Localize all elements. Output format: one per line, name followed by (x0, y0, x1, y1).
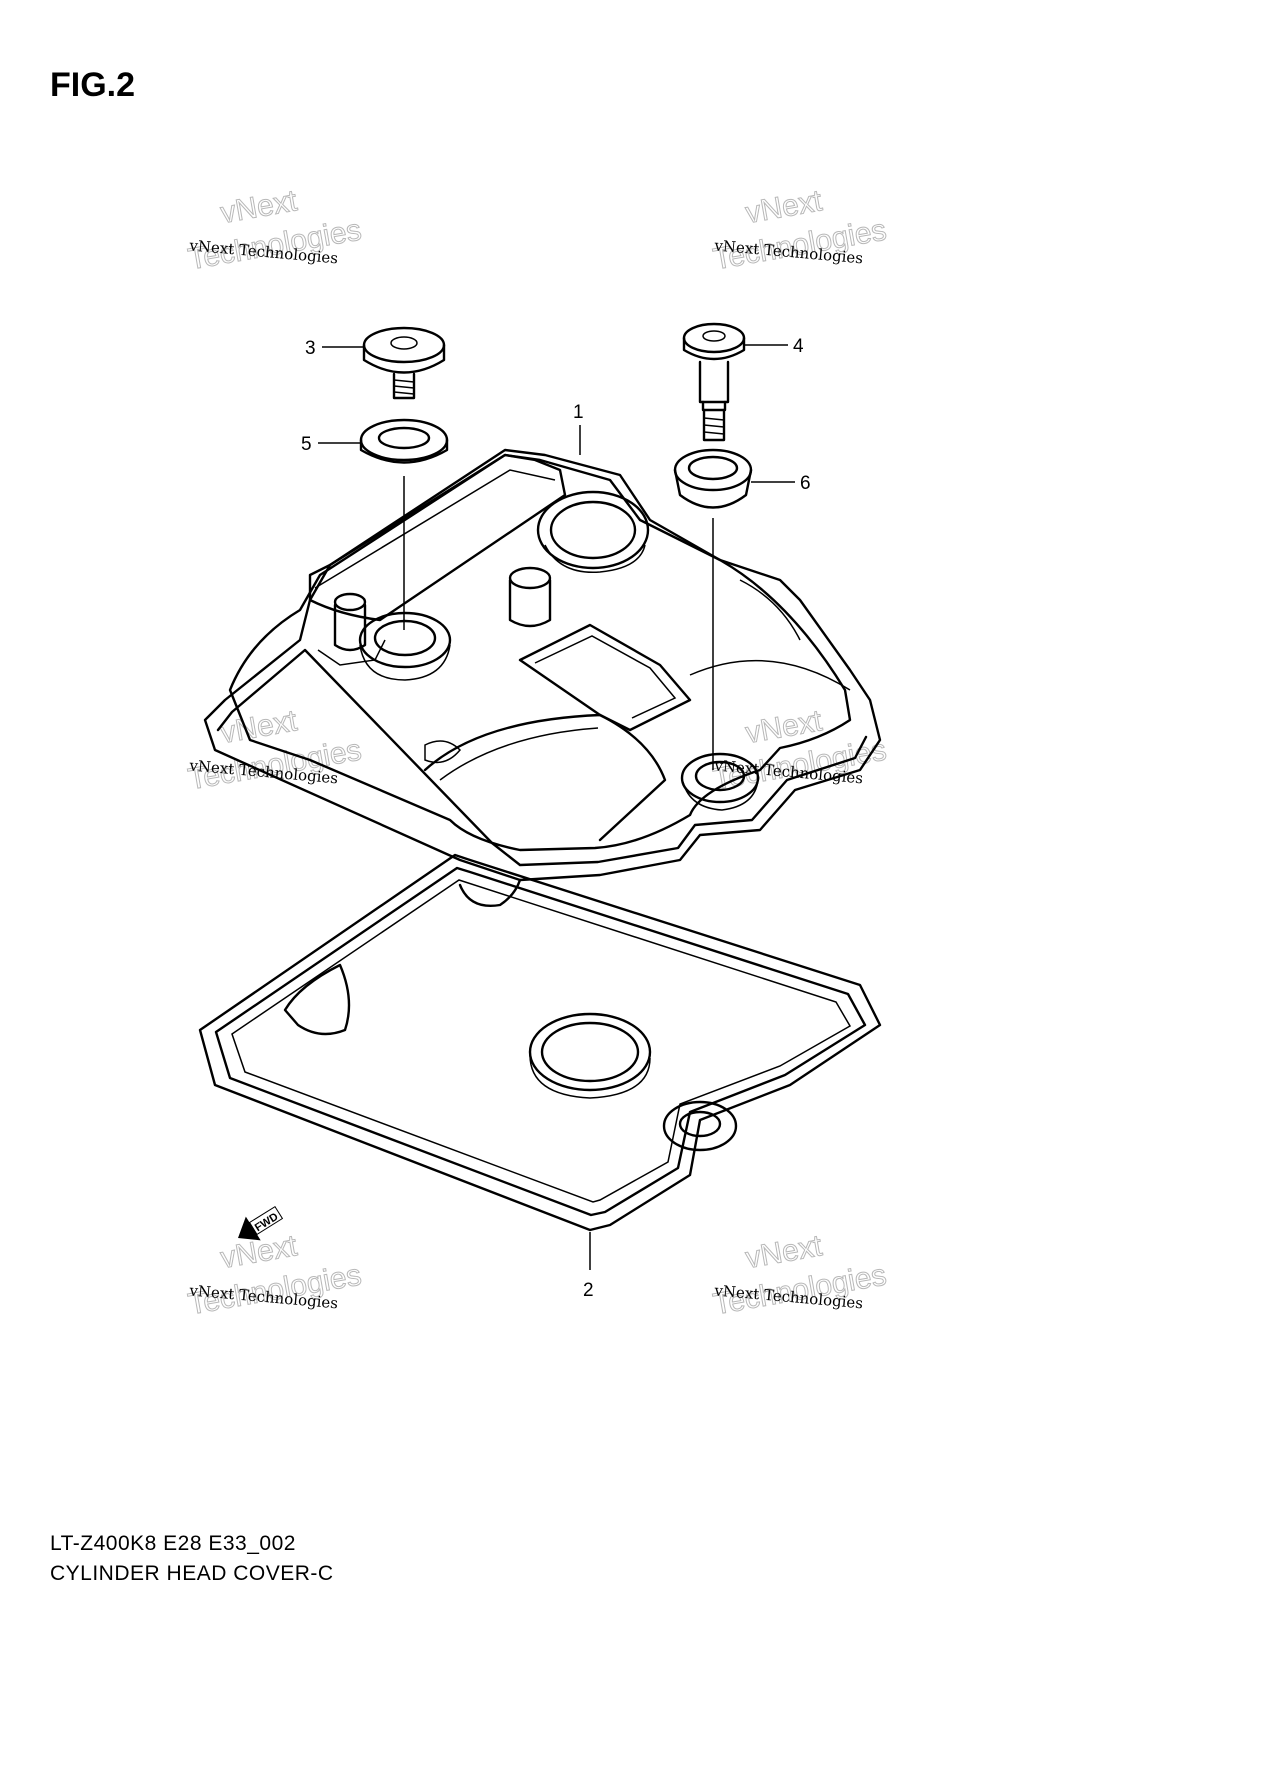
callout-1: 1 (573, 402, 584, 423)
svg-text:vNext: vNext (743, 184, 825, 230)
callout-4: 4 (793, 336, 804, 357)
bolt-part-3 (322, 326, 446, 400)
model-code-caption: LT-Z400K8 E28 E33_002 (50, 1532, 296, 1555)
watermark-top-left: Technologies vNext vNext Technologies (185, 184, 364, 277)
watermark-mid-left: Technologies vNext vNext Technologies (185, 704, 364, 797)
part-name-caption: CYLINDER HEAD COVER-C (50, 1562, 334, 1585)
svg-text:vNext: vNext (218, 1229, 300, 1275)
gasket-part (198, 853, 882, 1270)
washer-part-5 (318, 418, 449, 630)
callout-5: 5 (301, 434, 312, 455)
svg-text:vNext: vNext (743, 704, 825, 750)
callout-3: 3 (305, 338, 316, 359)
watermark-top-right: Technologies vNext vNext Technologies (710, 184, 889, 277)
watermark-bottom-left: Technologies vNext vNext Technologies (185, 1229, 364, 1322)
callout-6: 6 (800, 473, 811, 494)
grommet-part-6 (673, 448, 795, 770)
svg-text:vNext: vNext (218, 184, 300, 230)
figure-title: FIG.2 (50, 66, 136, 104)
callout-2: 2 (583, 1280, 594, 1301)
bolt-part-4 (682, 322, 788, 442)
watermark-bottom-right: Technologies vNext vNext Technologies (710, 1229, 889, 1322)
watermark-mid-right: Technologies vNext vNext Technologies (710, 704, 889, 797)
svg-text:vNext: vNext (743, 1229, 825, 1275)
cylinder-head-cover-part (203, 448, 882, 882)
